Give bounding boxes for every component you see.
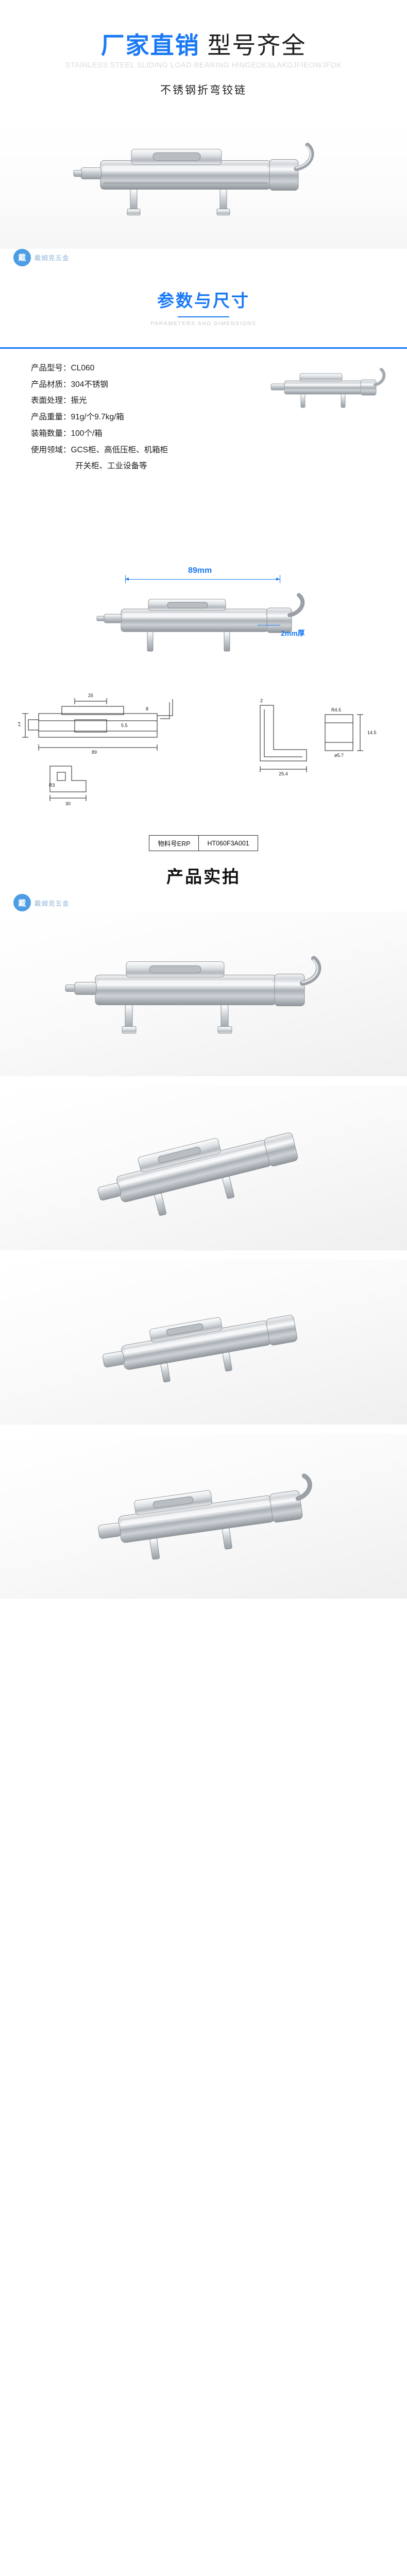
spec-row: 开关柜、工业设备等 bbox=[31, 458, 168, 474]
dimension-length-label: 89mm bbox=[188, 566, 212, 575]
spec-value: 91g/个9.7kg/箱 bbox=[71, 413, 124, 422]
dimension-photo: 89mm 2mm厚 bbox=[0, 505, 407, 675]
spec-label: 产品重量： bbox=[31, 413, 71, 422]
hinge-svg bbox=[73, 142, 314, 215]
gallery-photo-2 bbox=[0, 1086, 407, 1251]
spec-value: 100个/箱 bbox=[71, 429, 103, 438]
erp-label: 物料号ERP bbox=[149, 835, 199, 852]
cad-dim-thickness: 2 bbox=[260, 698, 263, 703]
cad-dim-8: 8 bbox=[146, 706, 148, 711]
brand-logo-icon: 戴 bbox=[13, 894, 31, 912]
dimension-hinge-svg bbox=[96, 593, 305, 652]
product-detail-page: 厂家直销 型号齐全 STAINLESS STEEL SLIDING LOAD-B… bbox=[0, 0, 407, 1623]
banner-title: 厂家直销 型号齐全 bbox=[0, 32, 407, 59]
section-divider bbox=[178, 316, 229, 317]
spec-hinge-svg bbox=[270, 367, 386, 408]
banner-title-highlight: 厂家直销 bbox=[100, 32, 200, 59]
spec-label: 表面处理： bbox=[31, 396, 71, 405]
gallery-hinge-svg-3 bbox=[103, 1315, 298, 1383]
cad-dim-small: 5.5 bbox=[121, 723, 128, 728]
gallery-photo-3 bbox=[0, 1260, 407, 1425]
product-name: 不锈钢折弯铰链 bbox=[160, 84, 247, 96]
spec-label: 装箱数量： bbox=[31, 429, 71, 438]
cad-dim-hole: ø5.7 bbox=[334, 753, 344, 758]
gallery-photo-4 bbox=[0, 1434, 407, 1599]
spec-row: 产品型号：CL060 bbox=[31, 360, 168, 377]
spec-value: GCS柜、高低压柜、机箱柜 bbox=[71, 445, 168, 454]
parameters-section-subtitle: PARAMETERS AND DIMENSIONS bbox=[150, 320, 257, 327]
banner-subtitle-en: STAINLESS STEEL SLIDING LOAD-BEARING HIN… bbox=[65, 61, 342, 70]
banner-title-rest: 型号齐全 bbox=[207, 32, 307, 59]
cad-dim-slot: 25 bbox=[88, 693, 93, 698]
hero-product-photo bbox=[0, 114, 407, 249]
brand-logo-secondary: 戴 戴姆克五金 bbox=[0, 894, 407, 912]
brand-logo: 戴 戴姆克五金 bbox=[0, 248, 407, 266]
cad-svg: 89 25 13 30 25.4 14.5 R4.5 ø5.7 R3 5.5 2… bbox=[18, 693, 377, 806]
product-gallery bbox=[0, 911, 407, 1623]
technical-drawing: 89 25 13 30 25.4 14.5 R4.5 ø5.7 R3 5.5 2… bbox=[0, 679, 407, 852]
spec-block: 产品型号：CL060 产品材质：304不锈钢 表面处理：振光 产品重量：91g/… bbox=[0, 347, 407, 492]
gallery-hinge-svg-2 bbox=[97, 1132, 298, 1216]
spec-label: 产品材质： bbox=[31, 380, 71, 389]
cad-dim-side: 14.5 bbox=[367, 730, 377, 735]
parameters-section-header: 参数与尺寸 PARAMETERS AND DIMENSIONS bbox=[0, 266, 407, 330]
spec-row: 产品材质：304不锈钢 bbox=[31, 377, 168, 393]
gallery-photo-1 bbox=[0, 911, 407, 1077]
gallery-section-title: 产品实拍 bbox=[166, 867, 241, 887]
cad-dim-r3: R3 bbox=[49, 783, 55, 788]
dimension-thickness-label: 2mm厚 bbox=[281, 629, 305, 638]
brand-logo-name: 戴姆克五金 bbox=[35, 900, 70, 907]
gallery-section-header: 产品实拍 bbox=[0, 833, 407, 891]
cad-dim-height: 13 bbox=[18, 722, 21, 727]
spec-row: 表面处理：振光 bbox=[31, 393, 168, 409]
cad-dim-radius: R4.5 bbox=[331, 707, 341, 713]
spec-value: CL060 bbox=[71, 363, 95, 372]
table-row: 物料号ERP HT060F3A001 bbox=[149, 835, 258, 852]
hinge-illustration bbox=[70, 131, 337, 232]
spec-label: 产品型号： bbox=[31, 363, 71, 372]
spec-value: 开关柜、工业设备等 bbox=[75, 462, 147, 471]
brand-logo-icon: 戴 bbox=[13, 248, 31, 266]
cad-dim-detail: 30 bbox=[65, 801, 71, 806]
spec-row: 装箱数量：100个/箱 bbox=[31, 426, 168, 442]
page-banner: 厂家直销 型号齐全 STAINLESS STEEL SLIDING LOAD-B… bbox=[0, 0, 407, 97]
brand-logo-name: 戴姆克五金 bbox=[35, 255, 70, 262]
spec-value: 304不锈钢 bbox=[71, 380, 108, 389]
gallery-hinge-svg-1 bbox=[65, 956, 321, 1034]
spec-thumbnail-photo bbox=[168, 360, 407, 437]
spec-top-rule bbox=[0, 347, 407, 349]
gallery-hinge-svg-4 bbox=[98, 1473, 312, 1560]
spec-value: 振光 bbox=[71, 396, 87, 405]
spec-row: 使用领域：GCS柜、高低压柜、机箱柜 bbox=[31, 442, 168, 459]
spec-list: 产品型号：CL060 产品材质：304不锈钢 表面处理：振光 产品重量：91g/… bbox=[0, 360, 168, 474]
erp-value: HT060F3A001 bbox=[198, 835, 258, 852]
cad-dim-section: 25.4 bbox=[279, 771, 288, 776]
dimension-arrow-length bbox=[125, 578, 280, 581]
spec-row: 产品重量：91g/个9.7kg/箱 bbox=[31, 409, 168, 426]
cad-dim-length: 89 bbox=[92, 750, 97, 755]
spec-label: 使用领域： bbox=[31, 445, 71, 454]
parameters-section-title: 参数与尺寸 bbox=[157, 291, 250, 310]
erp-table: 物料号ERP HT060F3A001 bbox=[149, 835, 258, 852]
